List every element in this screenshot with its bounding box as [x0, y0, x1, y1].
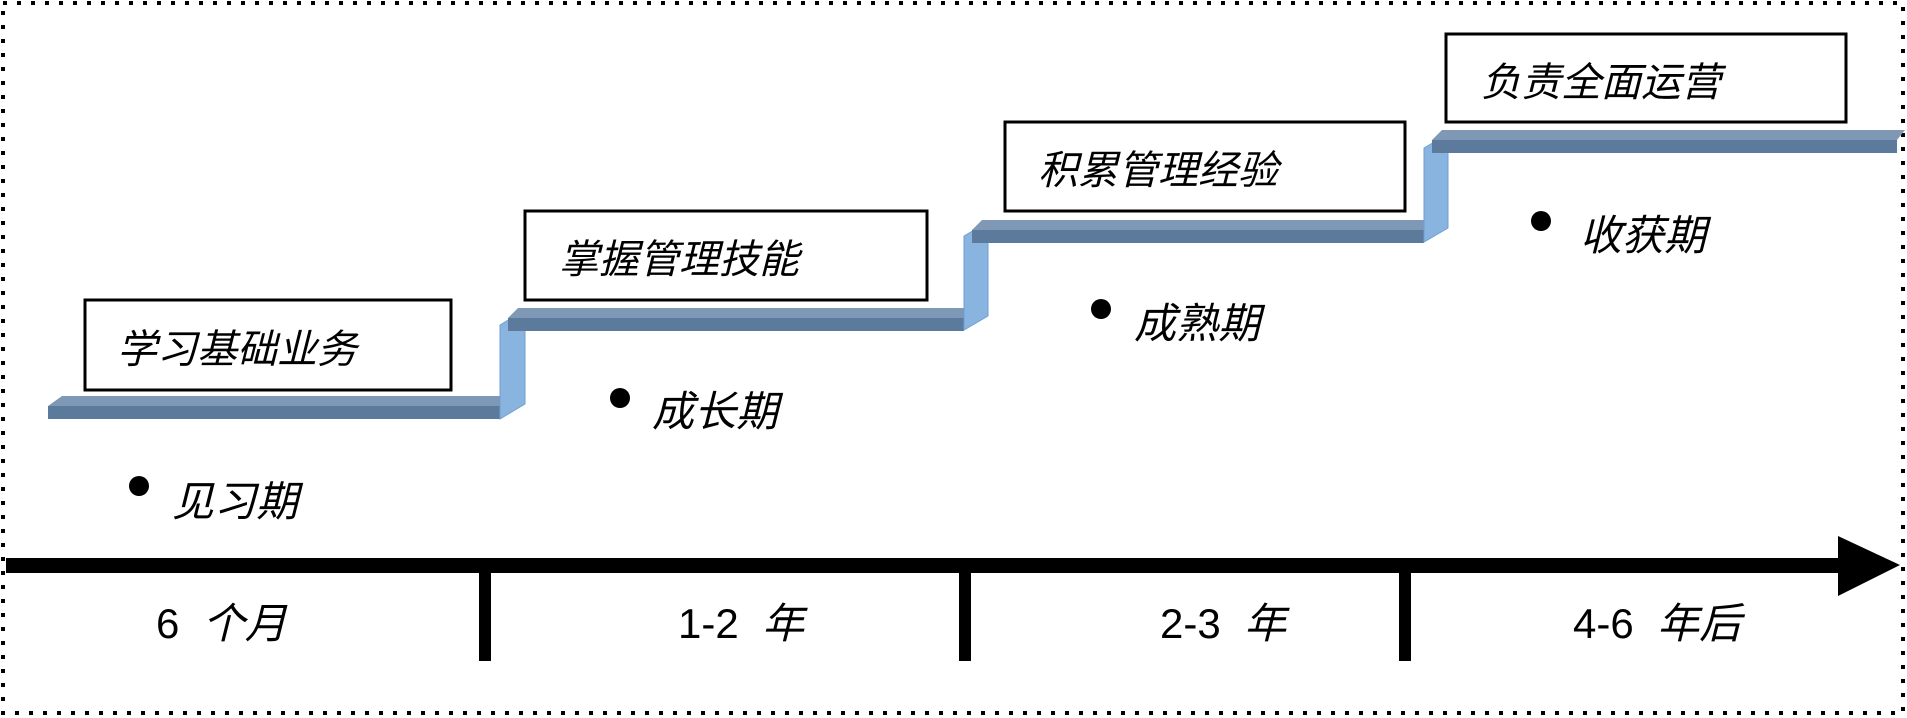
- milestone-box-3-label: 积累管理经验: [1038, 148, 1283, 194]
- stage-2: 成长期: [610, 387, 784, 436]
- stair-step-2: [508, 308, 972, 331]
- milestone-box-1-label: 学习基础业务: [117, 327, 360, 373]
- period-label-3-number: 2-3: [1160, 600, 1221, 647]
- period-label-1-unit: 个月: [203, 599, 288, 648]
- timeline-arrow-head: [1838, 536, 1900, 596]
- timeline-tick-3: [1399, 573, 1411, 661]
- stage-4: 收获期: [1531, 211, 1712, 260]
- stair-step-3: [972, 220, 1432, 243]
- stage-4-bullet: [1531, 211, 1551, 231]
- milestone-box-4-label: 负责全面运营: [1481, 60, 1727, 106]
- period-label-3-unit: 年: [1244, 599, 1290, 648]
- stair-step-3-front: [972, 230, 1424, 243]
- timeline-tick-2: [959, 573, 971, 661]
- stage-1-bullet: [129, 476, 149, 496]
- milestone-box-3: 积累管理经验: [1003, 120, 1407, 213]
- stage-2-bullet: [610, 388, 630, 408]
- stair-step-1-top: [48, 396, 508, 406]
- stage-1-label: 见习期: [172, 477, 304, 526]
- timeline-axis: [6, 536, 1900, 661]
- stair-step-4-top: [1432, 130, 1905, 140]
- period-label-2-unit: 年: [762, 599, 808, 648]
- period-label-2: 1-2 年: [678, 599, 808, 648]
- period-label-4-unit: 年后: [1657, 599, 1745, 648]
- stage-2-label: 成长期: [652, 387, 784, 436]
- stair-step-1: [48, 396, 508, 419]
- period-label-1: 6 个月: [156, 599, 288, 648]
- stair-step-1-front: [48, 406, 500, 419]
- stage-3: 成熟期: [1091, 299, 1266, 348]
- stair-step-4: [1432, 130, 1905, 153]
- timeline-tick-1: [479, 573, 491, 661]
- milestone-box-1: 学习基础业务: [83, 298, 453, 392]
- stage-4-label: 收获期: [1580, 211, 1712, 260]
- milestone-box-2: 掌握管理技能: [523, 209, 929, 302]
- timeline-axis-line: [6, 558, 1846, 573]
- stage-1: 见习期: [129, 476, 304, 526]
- stair-step-4-front: [1432, 140, 1897, 153]
- period-label-4-number: 4-6: [1573, 600, 1634, 647]
- staircase: [48, 130, 1905, 420]
- milestone-box-2-label: 掌握管理技能: [559, 237, 803, 283]
- stair-step-2-front: [508, 318, 964, 331]
- stage-3-label: 成熟期: [1134, 299, 1266, 348]
- stair-step-3-top: [972, 220, 1432, 230]
- period-label-4: 4-6 年后: [1573, 599, 1745, 648]
- period-label-2-number: 1-2: [678, 600, 739, 647]
- period-label-3: 2-3 年: [1160, 599, 1290, 648]
- stair-step-2-top: [508, 308, 972, 318]
- milestone-box-4: 负责全面运营: [1444, 32, 1848, 124]
- stage-3-bullet: [1091, 299, 1111, 319]
- period-label-1-number: 6: [156, 600, 179, 647]
